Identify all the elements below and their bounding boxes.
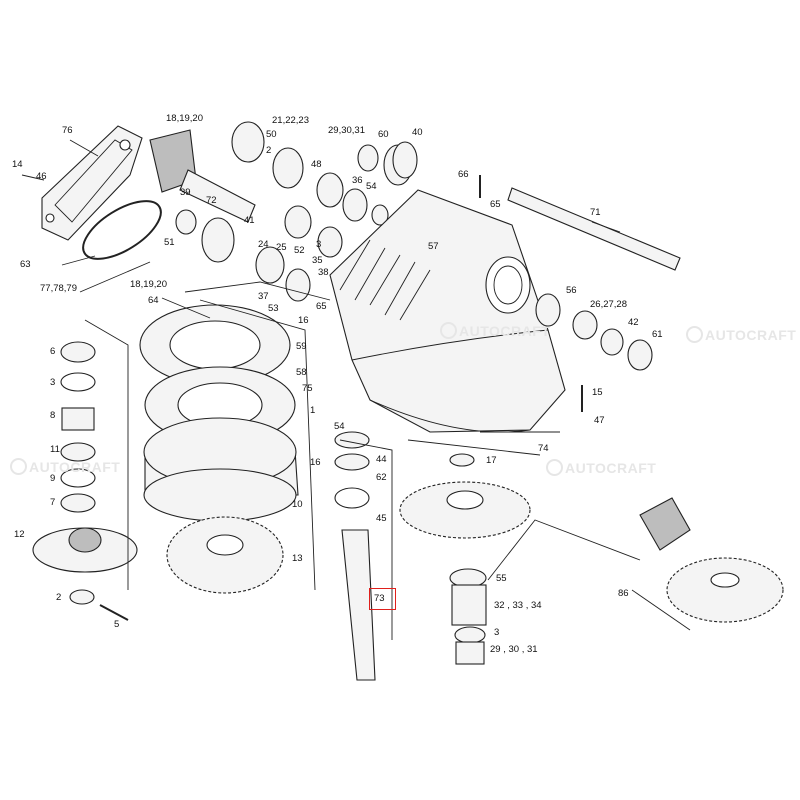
sun-gear-12 (32, 527, 138, 573)
shaft-71 (507, 187, 681, 271)
callout-71: 71 (590, 207, 601, 218)
callout-35: 35 (312, 255, 323, 266)
callout-16-b: 16 (310, 457, 321, 468)
callout-25: 25 (276, 242, 287, 253)
callout-55: 55 (496, 573, 507, 584)
callout-50: 50 (266, 129, 277, 140)
callout-2-a: 2 (266, 145, 272, 156)
callout-15: 15 (592, 387, 603, 398)
callout-3-c: 3 (494, 627, 500, 638)
upper-gear-cluster (175, 121, 389, 302)
callout-3-b: 3 (50, 377, 56, 388)
callout-7: 7 (50, 497, 56, 508)
callout-38: 38 (318, 267, 329, 278)
ring-set-60-40 (357, 141, 418, 186)
callout-60: 60 (378, 129, 389, 140)
callout-16: 16 (298, 315, 309, 326)
planetary-stack (139, 304, 299, 522)
callout-73: 73 (374, 593, 385, 604)
main-housing-74 (329, 189, 566, 433)
callout-26-27-28: 26,27,28 (590, 299, 627, 310)
callout-52: 52 (294, 245, 305, 256)
callout-77-78-79: 77,78,79 (40, 283, 77, 294)
callout-11: 11 (50, 444, 60, 455)
callout-13: 13 (292, 553, 303, 564)
callout-58: 58 (296, 367, 307, 378)
output-shaft-73 (334, 431, 376, 681)
callout-75: 75 (302, 383, 313, 394)
watermark-2: AUTOCRAFT (686, 326, 796, 343)
callout-24: 24 (258, 239, 269, 250)
part-2 (69, 589, 95, 605)
callout-39: 39 (180, 187, 191, 198)
callout-66: 66 (458, 169, 469, 180)
callout-65-b: 65 (316, 301, 327, 312)
callout-29-30-31-b: 29 , 30 , 31 (490, 644, 538, 655)
callout-57: 57 (428, 241, 439, 252)
watermark-3: AUTOCRAFT (10, 458, 120, 475)
callout-63: 63 (20, 259, 31, 270)
callout-9: 9 (50, 473, 56, 484)
bevel-gear-main (399, 453, 531, 539)
callout-2-b: 2 (56, 592, 62, 603)
callout-41: 41 (244, 215, 255, 226)
callout-1: 1 (310, 405, 316, 416)
callout-32-33-34: 32 , 33 , 34 (494, 600, 542, 611)
gasket-ring-63 (82, 200, 162, 260)
callout-65: 65 (490, 199, 501, 210)
callout-56: 56 (566, 285, 577, 296)
pinion-shaft (149, 129, 256, 223)
ring-gear-13 (166, 516, 284, 594)
callout-62: 62 (376, 472, 387, 483)
callout-6: 6 (50, 346, 56, 357)
callout-3-a: 3 (316, 239, 322, 250)
callout-10: 10 (292, 499, 303, 510)
callout-44: 44 (376, 454, 387, 465)
callout-74: 74 (538, 443, 549, 454)
callout-72: 72 (206, 195, 217, 206)
cover-plate-76 (41, 125, 143, 241)
callout-47: 47 (594, 415, 605, 426)
callout-46: 46 (36, 171, 47, 182)
callout-54: 54 (366, 181, 377, 192)
left-ring-stack (60, 341, 96, 513)
callout-45: 45 (376, 513, 387, 524)
callout-76: 76 (62, 125, 73, 136)
watermark-4: AUTOCRAFT (546, 459, 656, 476)
callout-48: 48 (311, 159, 322, 170)
callout-61: 61 (652, 329, 663, 340)
callout-86: 86 (618, 588, 629, 599)
bearing-stack (449, 568, 487, 665)
highlighted-callout-box[interactable]: 73 (369, 588, 396, 610)
right-seal-rings (535, 293, 653, 371)
leader-lines (21, 139, 691, 640)
callout-5: 5 (114, 619, 120, 630)
callout-64: 64 (148, 295, 159, 306)
callout-14: 14 (12, 159, 23, 170)
callout-42: 42 (628, 317, 639, 328)
callout-21-22-23: 21,22,23 (272, 115, 309, 126)
callout-36: 36 (352, 175, 363, 186)
bolt-5 (99, 604, 129, 621)
callout-51: 51 (164, 237, 175, 248)
callout-18-19-20-a: 18,19,20 (166, 113, 203, 124)
callout-8: 8 (50, 410, 56, 421)
bevel-set-86 (639, 497, 784, 623)
callout-37: 37 (258, 291, 269, 302)
callout-40: 40 (412, 127, 423, 138)
callout-54-b: 54 (334, 421, 345, 432)
callout-12: 12 (14, 529, 25, 540)
callout-59: 59 (296, 341, 307, 352)
watermark-1: AUTOCRAFT (440, 322, 550, 339)
callout-29-30-31-a: 29,30,31 (328, 125, 365, 136)
callout-18-19-20-b: 18,19,20 (130, 279, 167, 290)
callout-53: 53 (268, 303, 279, 314)
callout-17: 17 (486, 455, 497, 466)
